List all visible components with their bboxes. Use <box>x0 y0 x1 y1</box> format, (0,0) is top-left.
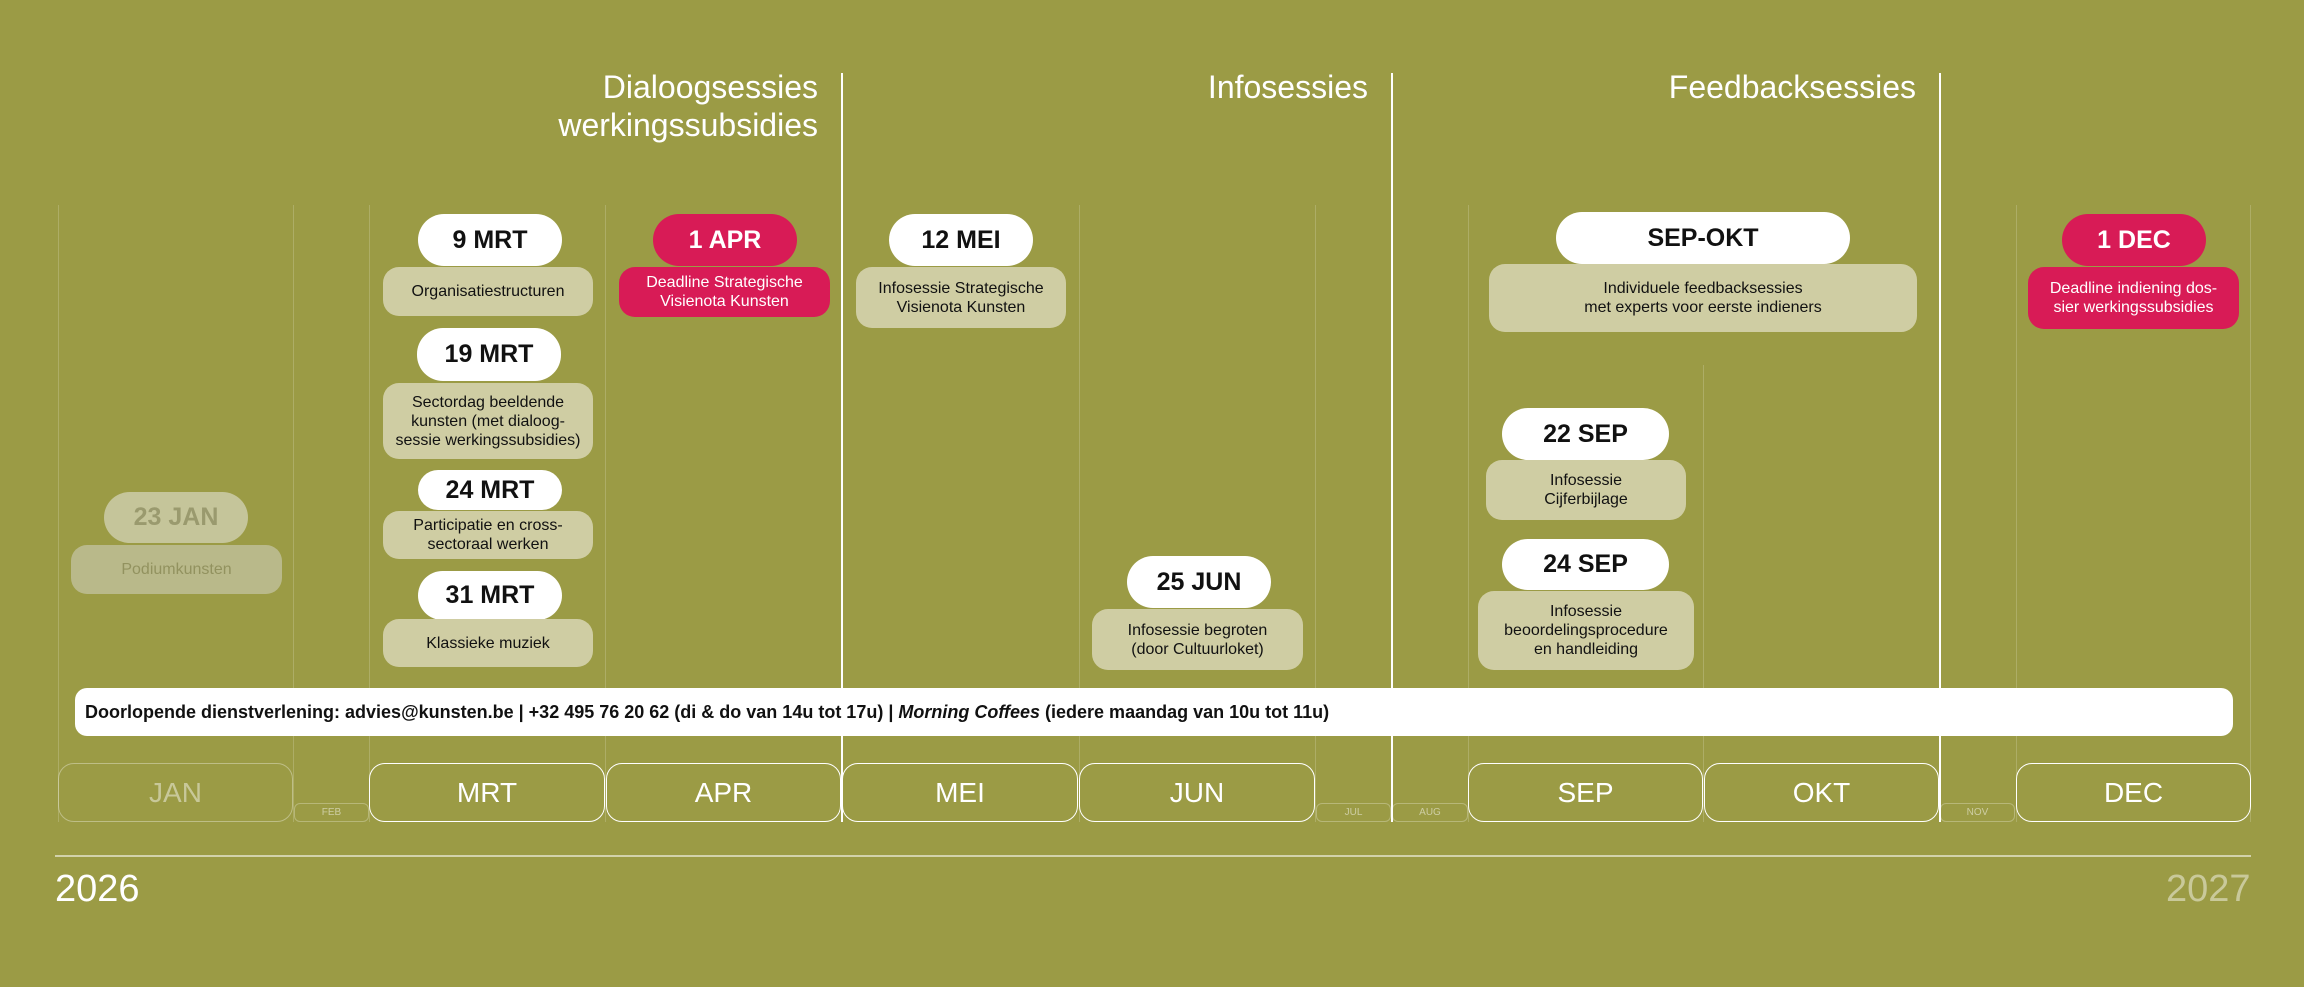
event-date-1-dec: 1 DEC <box>2062 214 2206 266</box>
year-2026: 2026 <box>55 868 140 910</box>
year-2027: 2027 <box>2166 868 2251 910</box>
month-jun: JUN <box>1079 763 1315 822</box>
event-date-12-mei: 12 MEI <box>889 214 1033 266</box>
section-title-feedbacksessies: Feedbacksessies <box>1668 69 1916 105</box>
column-guide <box>58 205 59 822</box>
month-apr: APR <box>606 763 841 822</box>
event-label-podiumkunsten: Podiumkunsten <box>71 545 282 594</box>
column-guide <box>2250 205 2251 822</box>
year-divider-line <box>55 855 2251 857</box>
month-mrt: MRT <box>369 763 605 822</box>
event-label-klassieke-muziek: Klassieke muziek <box>383 619 593 667</box>
banner-suffix: (iedere maandag van 10u tot 11u) <box>1040 701 1330 722</box>
column-guide <box>1079 205 1080 822</box>
event-date-31-mrt: 31 MRT <box>418 571 562 620</box>
column-guide <box>293 205 294 822</box>
event-label-deadline-visienota: Deadline Strategische Visienota Kunsten <box>619 267 830 317</box>
event-date-24-mrt: 24 MRT <box>418 470 562 510</box>
month-feb: FEB <box>294 803 369 822</box>
column-guide <box>2016 205 2017 822</box>
month-jan: JAN <box>58 763 293 822</box>
section-divider-dialoog-info <box>841 73 843 822</box>
month-mei: MEI <box>842 763 1078 822</box>
banner-morning-coffees: Morning Coffees <box>898 701 1041 722</box>
event-label-deadline-werkingssubsidies: Deadline indiening dos- sier werkingssub… <box>2028 267 2239 329</box>
event-label-infosessie-begroten: Infosessie begroten (door Cultuurloket) <box>1092 609 1303 670</box>
column-guide <box>605 205 606 822</box>
banner-text: Doorlopende dienstverlening: advies@kuns… <box>85 702 1329 723</box>
banner-prefix: Doorlopende dienstverlening: advies@kuns… <box>85 701 899 722</box>
event-date-1-apr: 1 APR <box>653 214 797 266</box>
column-guide <box>1468 205 1469 822</box>
column-guide <box>1703 365 1704 822</box>
section-divider-info-feedback <box>1391 73 1393 822</box>
event-date-22-sep: 22 SEP <box>1502 408 1669 460</box>
month-nov: NOV <box>1940 803 2015 822</box>
event-label-infosessie-visienota: Infosessie Strategische Visienota Kunste… <box>856 267 1066 328</box>
event-date-25-jun: 25 JUN <box>1127 556 1271 608</box>
section-divider-feedback-end <box>1939 73 1941 822</box>
event-label-sectordag: Sectordag beeldende kunsten (met dialoog… <box>383 383 593 459</box>
section-title-dialoogsessies: Dialoogsessies werkingssubsidies <box>558 69 818 143</box>
month-jul: JUL <box>1316 803 1391 822</box>
event-label-individuele-feedbacksessies: Individuele feedbacksessies met experts … <box>1489 264 1917 332</box>
event-label-infosessie-cijferbijlage: Infosessie Cijferbijlage <box>1486 460 1686 520</box>
month-dec: DEC <box>2016 763 2251 822</box>
month-okt: OKT <box>1704 763 1939 822</box>
event-date-23-jan: 23 JAN <box>104 492 248 543</box>
month-sep: SEP <box>1468 763 1703 822</box>
event-label-participatie: Participatie en cross- sectoraal werken <box>383 511 593 559</box>
column-guide <box>369 205 370 822</box>
event-date-24-sep: 24 SEP <box>1502 539 1669 590</box>
event-label-infosessie-beoordelingsprocedure: Infosessie beoordelingsprocedure en hand… <box>1478 591 1694 670</box>
month-aug: AUG <box>1392 803 1468 822</box>
event-date-19-mrt: 19 MRT <box>417 328 561 381</box>
event-label-organisatiestructuren: Organisatiestructuren <box>383 267 593 316</box>
section-title-infosessies: Infosessies <box>1207 69 1368 105</box>
event-date-9-mrt: 9 MRT <box>418 214 562 266</box>
event-date-sep-okt: SEP-OKT <box>1556 212 1850 264</box>
column-guide <box>1315 205 1316 822</box>
service-banner: Doorlopende dienstverlening: advies@kuns… <box>75 688 2233 736</box>
